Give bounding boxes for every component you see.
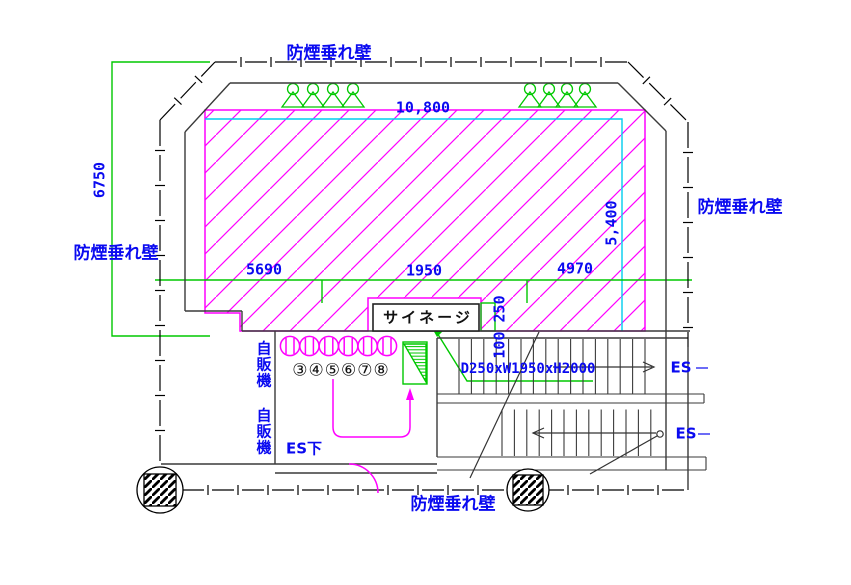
label-smoke-barrier-bottom: 防煙垂れ壁: [410, 494, 496, 515]
dim-segment-center: 1950: [405, 261, 443, 280]
vending-circles: [279, 335, 398, 357]
label-signage: サイネージ: [383, 308, 473, 327]
dimension-bracket-6750: [111, 61, 210, 337]
label-unit-numbers: ③④⑤⑥⑦⑧: [292, 360, 390, 381]
escalator-unit: [437, 339, 707, 471]
dim-right-height: 5,400: [602, 200, 621, 246]
signage-box: [372, 303, 480, 332]
dim-segment-left: 5690: [245, 260, 283, 279]
magenta-fixtures: [279, 335, 414, 494]
cyan-inner-boundary: [205, 118, 623, 331]
label-smoke-barrier-left: 防煙垂れ壁: [73, 243, 159, 264]
column-symbols: [136, 466, 550, 514]
sprinkler-symbols: [280, 82, 598, 108]
dim-signage-offset: 100 250: [490, 295, 509, 359]
dim-top-width: 10,800: [395, 98, 451, 117]
label-es-below: ES下: [285, 439, 323, 458]
column-symbol: [506, 468, 550, 512]
stair-break-line: [469, 331, 540, 479]
label-es-top: ES: [670, 358, 692, 377]
es-up-arrow: [553, 361, 708, 373]
label-smoke-barrier-top: 防煙垂れ壁: [286, 43, 372, 64]
escalator-arrows: [469, 331, 710, 479]
door-swing-arc: [348, 463, 379, 494]
es-down-arrow: [531, 427, 710, 439]
smoke-barrier-boundary: [155, 57, 693, 495]
label-es-bottom: ES: [675, 424, 697, 443]
label-smoke-barrier-right: 防煙垂れ壁: [697, 197, 783, 218]
ramp-symbol: [402, 341, 428, 385]
dim-left-height: 6750: [90, 161, 109, 199]
hatched-smoke-zone: [204, 109, 646, 332]
route-arrow: [332, 379, 414, 438]
label-vending-machines: 自販機 自販機: [254, 340, 273, 456]
stair-break-line: [589, 435, 658, 475]
column-symbol: [136, 466, 184, 514]
label-escalator-spec: D250xW1950xH2000: [460, 361, 596, 377]
dim-segment-right: 4970: [556, 259, 594, 278]
